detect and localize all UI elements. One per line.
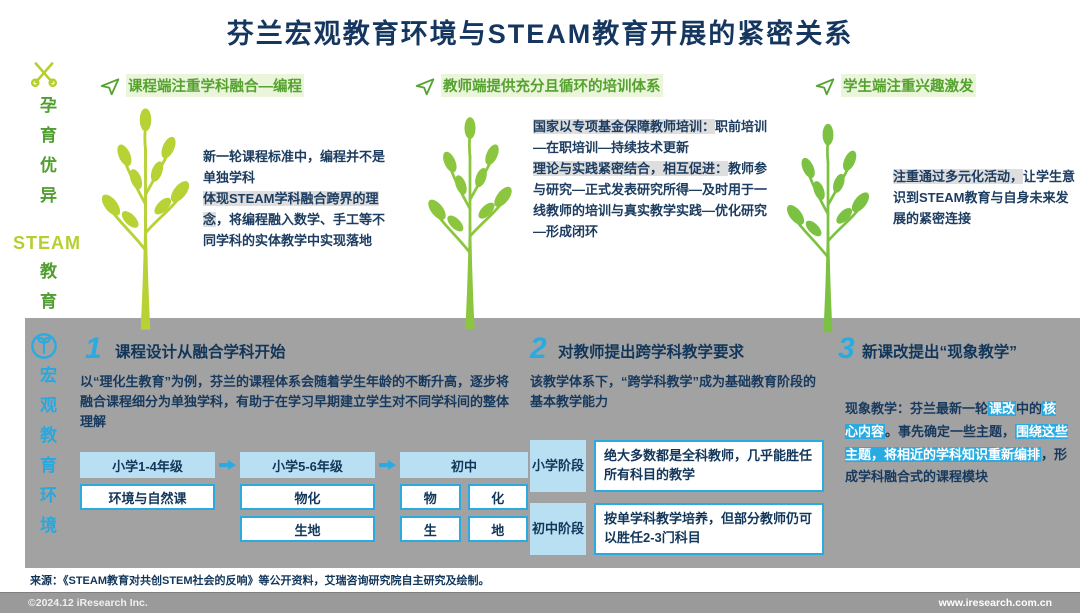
column-header-student: 学生端注重兴趣激发 [815, 74, 976, 97]
section-1-number: 1 [85, 332, 102, 365]
page-title: 芬兰宏观教育环境与STEAM教育开展的紧密关系 [226, 19, 854, 49]
section-2-number: 2 [530, 332, 547, 365]
section-2-title: 对教师提出跨学科教学要求 [558, 344, 745, 361]
column-header-label: 课程端注重学科融合—编程 [126, 74, 304, 97]
column-header-label: 教师端提供充分且循环的培训体系 [441, 74, 663, 97]
flow-cell: 地 [467, 516, 528, 542]
section-3-body: 现象教学：芬兰最新一轮课改中的核心内容。事先确定一些主题，围绕这些主题，将相近的… [845, 401, 1069, 485]
section-3-number: 3 [838, 332, 855, 365]
section-1-title: 课程设计从融合学科开始 [115, 344, 286, 361]
paper-plane-icon [815, 76, 835, 96]
flow-cell: 化 [467, 484, 528, 510]
scissors-icon [30, 60, 58, 88]
sidebar-label-macro-env: 宏观教育环境 [37, 366, 56, 546]
website-link[interactable]: www.iresearch.com.cn [938, 597, 1052, 609]
stage-text-middle: 按单学科教学培养，但部分教师仍可以胜任2-3门科目 [594, 503, 824, 555]
sidebar-label-nurture: 孕育优异 [37, 96, 56, 216]
flow-stage-header: 小学5-6年级 [240, 452, 375, 478]
footer-bar: ©2024.12 iResearch Inc. www.iresearch.co… [0, 592, 1080, 613]
column-header-label: 学生端注重兴趣激发 [841, 74, 976, 97]
column-header-curriculum: 课程端注重学科融合—编程 [100, 74, 304, 97]
paper-plane-icon [415, 76, 435, 96]
flow-cell: 生地 [240, 516, 375, 542]
flow-cell: 物 [400, 484, 461, 510]
sidebar-label-steam: STEAM [13, 233, 81, 253]
stage-label-primary: 小学阶段 [530, 440, 586, 492]
stage-label-middle: 初中阶段 [530, 503, 586, 555]
flow-stage-header: 初中 [400, 452, 528, 478]
column-body-curriculum: 新一轮课程标准中，编程并不是单独学科 体现STEAM学科融合跨界的理念，将编程融… [203, 149, 386, 249]
flow-stage-middle-school: 初中 物 化 生 地 [400, 452, 528, 542]
stage-text-primary: 绝大多数都是全科教师，几乎能胜任所有科目的教学 [594, 440, 824, 492]
flow-stage-grade1-4: 小学1-4年级 环境与自然课 [80, 452, 215, 510]
sidebar-label-education: 教育 [37, 262, 56, 322]
column-body-teacher: 国家以专项基金保障教师培训：职前培训—在职培训—持续技术更新 理论与实践紧密结合… [533, 119, 768, 240]
tree-illustration-2 [415, 112, 525, 334]
flow-stage-header: 小学1-4年级 [80, 452, 215, 478]
section-3-title: 新课改提出“现象教学” [862, 344, 1018, 361]
tree-illustration-1 [88, 105, 203, 333]
column-header-teacher: 教师端提供充分且循环的培训体系 [415, 74, 663, 97]
flow-stage-grade5-6: 小学5-6年级 物化 生地 [240, 452, 375, 542]
section-1-body: 以“理化生教育”为例，芬兰的课程体系会随着学生年龄的不断升高，逐步将融合课程细分… [80, 374, 510, 430]
flow-arrow-icon [219, 460, 236, 470]
sprout-icon [30, 332, 58, 360]
flow-cell: 生 [400, 516, 461, 542]
curriculum-flow-diagram: 小学1-4年级 环境与自然课 小学5-6年级 物化 生地 初中 物 化 生 地 [80, 452, 528, 560]
tree-illustration-3 [772, 122, 884, 334]
paper-plane-icon [100, 76, 120, 96]
flow-cell: 环境与自然课 [80, 484, 215, 510]
flow-arrow-icon [379, 460, 396, 470]
source-note: 来源：《STEAM教育对共创STEM社会的反响》等公开资料，艾瑞咨询研究院自主研… [30, 575, 490, 587]
flow-cell: 物化 [240, 484, 375, 510]
copyright-text: ©2024.12 iResearch Inc. [28, 597, 148, 609]
section-2-body: 该教学体系下，“跨学科教学”成为基础教育阶段的基本教学能力 [530, 374, 817, 410]
column-body-student: 注重通过多元化活动，让学生意识到STEAM教育与自身未来发展的紧密连接 [893, 169, 1076, 227]
